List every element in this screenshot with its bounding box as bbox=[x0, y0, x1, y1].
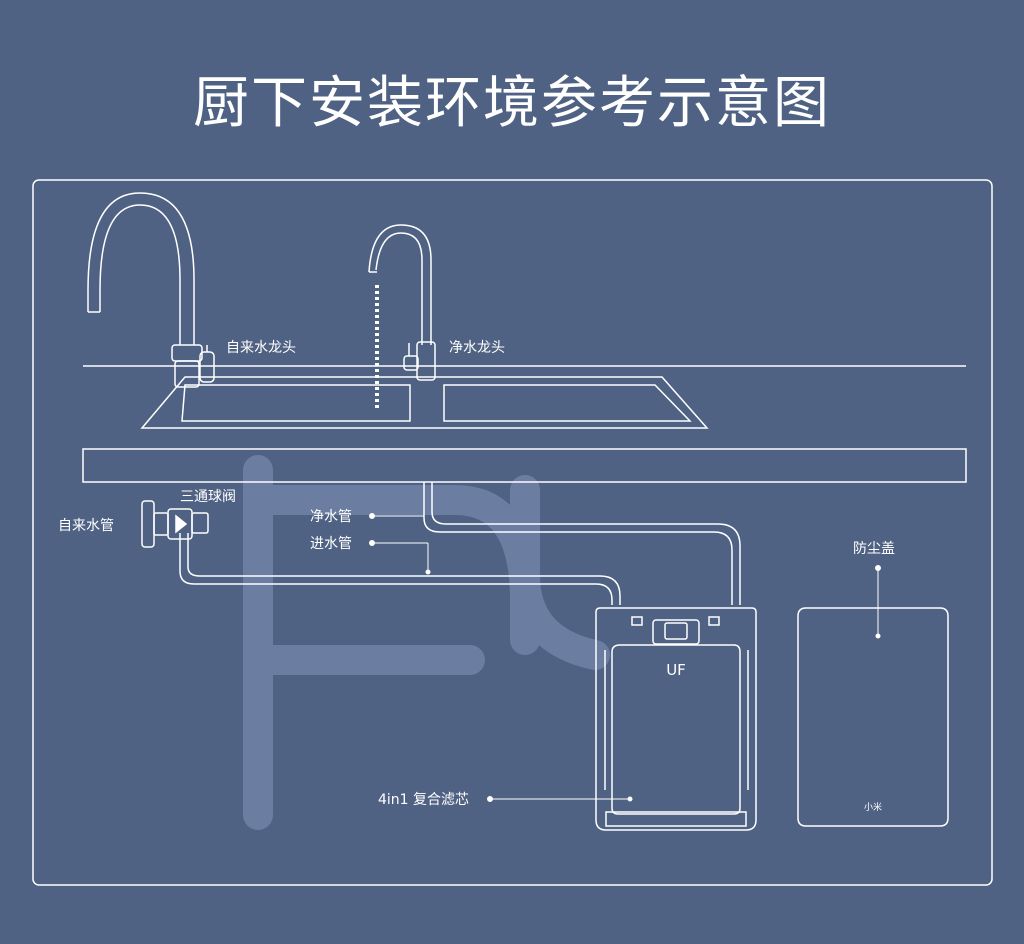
pipes bbox=[179, 482, 741, 605]
label-pure-pipe: 净水管 bbox=[310, 509, 352, 525]
diagram-frame bbox=[32, 179, 993, 886]
page-title: 厨下安装环境参考示意图 bbox=[193, 71, 831, 136]
three-way-valve-icon bbox=[141, 500, 209, 548]
watermark-logo bbox=[243, 455, 610, 830]
label-tap-pipe: 自来水管 bbox=[58, 518, 114, 534]
label-three-way-valve: 三通球阀 bbox=[180, 489, 236, 505]
cover-logo: 小米 bbox=[864, 801, 882, 813]
callouts bbox=[369, 513, 881, 802]
label-pure-faucet: 净水龙头 bbox=[449, 340, 505, 356]
dust-cover-icon bbox=[797, 607, 949, 827]
label-inlet-pipe: 进水管 bbox=[310, 536, 352, 552]
purifier-unit bbox=[595, 607, 757, 831]
label-filter: 4in1 复合滤芯 bbox=[378, 791, 469, 808]
label-tap-faucet: 自来水龙头 bbox=[226, 340, 296, 356]
sink bbox=[140, 285, 709, 429]
label-dust-cover: 防尘盖 bbox=[853, 541, 895, 557]
unit-badge: UF bbox=[666, 661, 686, 679]
counter-slab bbox=[82, 448, 967, 483]
pure-faucet-icon bbox=[368, 224, 436, 381]
tap-faucet-icon bbox=[87, 192, 215, 388]
